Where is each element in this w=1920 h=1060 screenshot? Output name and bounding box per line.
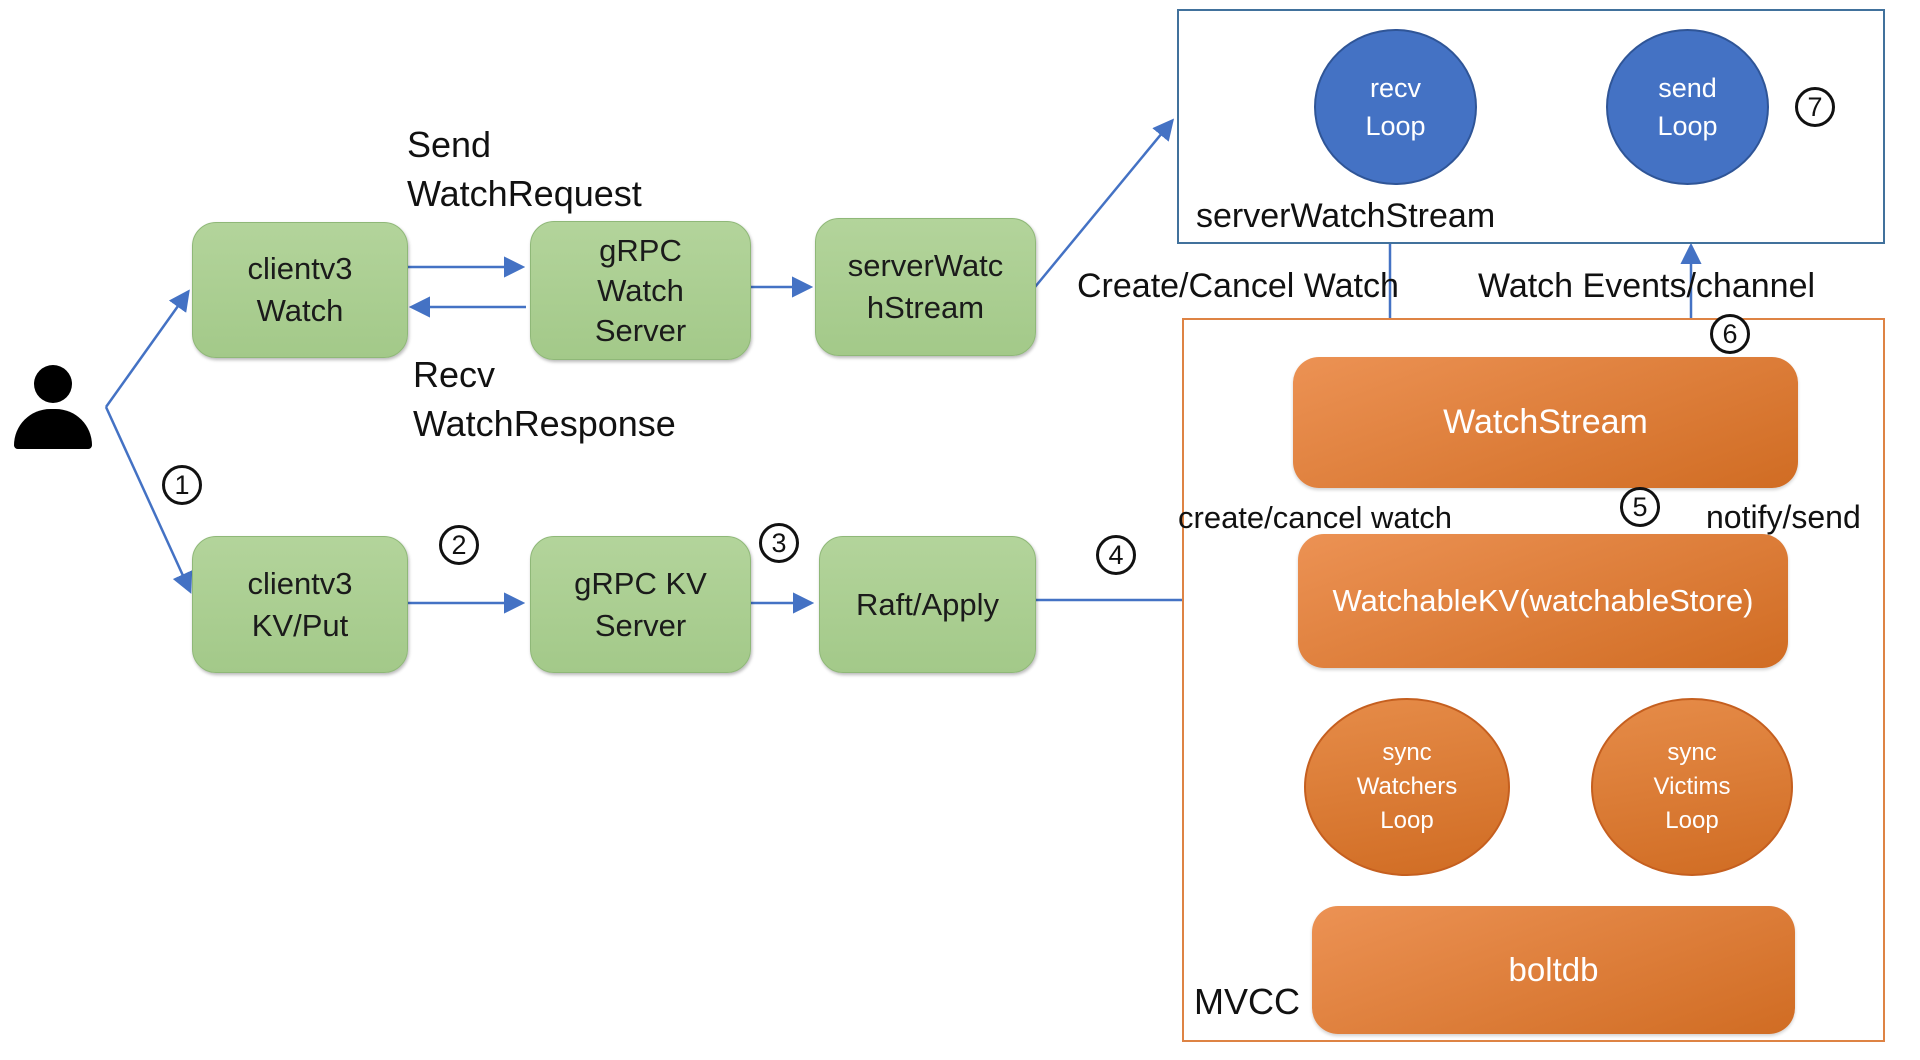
label-recv-watchresponse: Recv WatchResponse bbox=[413, 350, 676, 448]
node-label: recv bbox=[1369, 73, 1421, 103]
node-send-loop: send Loop bbox=[1606, 29, 1769, 185]
node-sync-watchers-loop: sync Watchers Loop bbox=[1304, 698, 1510, 876]
step-number-6: 6 bbox=[1710, 314, 1750, 354]
node-grpc-kv-server: gRPC KV Server bbox=[530, 536, 751, 673]
step-number-4: 4 bbox=[1096, 535, 1136, 575]
user-head-icon bbox=[34, 365, 72, 403]
label-line: Send bbox=[407, 124, 492, 165]
node-label: Watch bbox=[597, 272, 684, 308]
node-boltdb: boltdb bbox=[1312, 906, 1795, 1034]
node-label: Victims bbox=[1653, 773, 1731, 800]
node-serverwatchstream: serverWatc hStream bbox=[815, 218, 1036, 356]
label-line: Recv bbox=[413, 354, 496, 395]
node-label: hStream bbox=[866, 290, 985, 325]
node-grpc-watch-server: gRPC Watch Server bbox=[530, 221, 751, 360]
step-number-1: 1 bbox=[162, 465, 202, 505]
node-label: WatchableKV(watchableStore) bbox=[1332, 583, 1754, 618]
node-clientv3-watch: clientv3 Watch bbox=[192, 222, 408, 358]
node-watchablekv: WatchableKV(watchableStore) bbox=[1298, 534, 1788, 668]
node-label: Loop bbox=[1657, 111, 1718, 141]
node-watchstream: WatchStream bbox=[1293, 357, 1798, 488]
step-number-5: 5 bbox=[1620, 487, 1660, 527]
node-label: boltdb bbox=[1508, 951, 1599, 988]
node-label: serverWatc bbox=[847, 248, 1004, 283]
node-label: sync bbox=[1382, 739, 1432, 766]
label-create-cancel-watch-lower: create/cancel watch bbox=[1178, 500, 1452, 535]
serverwatchstream-container bbox=[1177, 9, 1885, 244]
node-label: clientv3 bbox=[247, 251, 353, 286]
node-label: Loop bbox=[1665, 807, 1719, 834]
node-label: clientv3 bbox=[247, 565, 353, 601]
node-recv-loop: recv Loop bbox=[1314, 29, 1477, 185]
node-label: Watchers bbox=[1356, 773, 1458, 800]
step-number-3: 3 bbox=[759, 523, 799, 563]
node-label: Watch bbox=[256, 293, 344, 328]
arrow-user-to-clientv3-watch bbox=[104, 289, 190, 408]
node-label: gRPC bbox=[599, 232, 682, 268]
label-watch-events-channel: Watch Events/channel bbox=[1478, 267, 1816, 305]
step-number-2: 2 bbox=[439, 525, 479, 565]
node-label: WatchStream bbox=[1443, 403, 1648, 441]
node-label: sync bbox=[1667, 739, 1717, 766]
label-line: WatchResponse bbox=[413, 403, 676, 444]
node-label: gRPC KV bbox=[574, 565, 707, 601]
user-torso-icon bbox=[14, 409, 92, 449]
node-label: Loop bbox=[1365, 111, 1426, 141]
label-create-cancel-watch: Create/Cancel Watch bbox=[1077, 267, 1399, 305]
node-label: KV/Put bbox=[251, 607, 349, 643]
node-raft-apply: Raft/Apply bbox=[819, 536, 1036, 673]
mvcc-container-label: MVCC bbox=[1194, 981, 1300, 1022]
label-line: WatchRequest bbox=[407, 173, 642, 214]
node-label: Server bbox=[594, 607, 687, 643]
node-label: Raft/Apply bbox=[855, 586, 999, 622]
node-label: send bbox=[1658, 73, 1717, 103]
arrow-serverwatchstream-to-container bbox=[1034, 118, 1175, 288]
user-icon bbox=[14, 365, 92, 450]
node-label: Loop bbox=[1380, 807, 1434, 834]
node-clientv3-kvput: clientv3 KV/Put bbox=[192, 536, 408, 673]
node-sync-victims-loop: sync Victims Loop bbox=[1591, 698, 1793, 876]
label-send-watchrequest: Send WatchRequest bbox=[407, 120, 642, 218]
serverwatchstream-container-label: serverWatchStream bbox=[1196, 197, 1496, 235]
step-number-7: 7 bbox=[1795, 87, 1835, 127]
label-notify-send: notify/send bbox=[1706, 499, 1861, 535]
node-label: Server bbox=[594, 312, 687, 348]
